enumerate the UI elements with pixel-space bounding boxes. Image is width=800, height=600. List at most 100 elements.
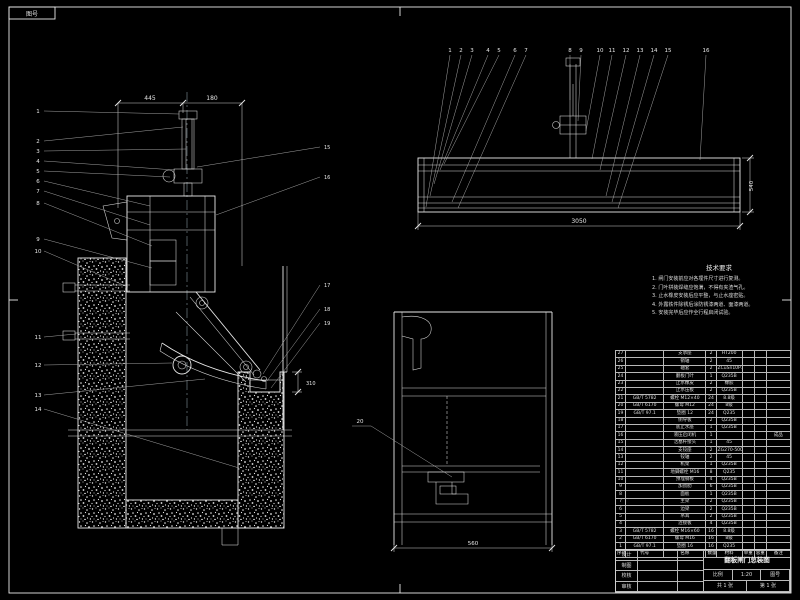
cell-material: 橡胶: [715, 379, 743, 388]
cell-qty: 2: [705, 512, 717, 522]
cell-total-weight: [753, 357, 767, 366]
callout: 6: [36, 179, 40, 185]
cell-remark: [765, 490, 792, 499]
actuator: [162, 110, 203, 197]
cell-code: GB/T 5782: [625, 394, 665, 403]
sheet-count: 共 1 张: [704, 580, 747, 593]
cell-code: [625, 460, 665, 470]
cell-unit-weight: [741, 379, 755, 388]
cell-qty: 2: [705, 453, 717, 462]
callout: 15: [665, 48, 672, 54]
cell-name: 面板: [663, 490, 707, 499]
cell-material: Q235B: [715, 372, 743, 381]
callout: 16: [703, 48, 710, 54]
cell-name: 机架: [663, 460, 707, 470]
cell-unit-weight: [741, 416, 755, 425]
callout: 8: [568, 48, 572, 54]
cell-total-weight: [753, 527, 767, 536]
cell-remark: [765, 401, 792, 411]
parts-table-row: 19 GB/T 97.1 垫圈 12 24 Q235: [614, 409, 792, 418]
cell-qty: 8: [705, 468, 717, 477]
cell-name: 止水压板: [663, 386, 707, 396]
cell-no: 4: [614, 519, 627, 529]
callout: 2: [459, 48, 463, 54]
cell-total-weight: [753, 372, 767, 381]
field-label: 制图: [616, 560, 638, 571]
cell-total-weight: [753, 364, 767, 374]
callout: 12: [35, 363, 42, 369]
callout: 14: [35, 407, 42, 413]
cell-total-weight: [753, 349, 767, 359]
cell-name: 轴套: [663, 364, 707, 374]
corner-box: [8, 6, 56, 20]
cell-qty: 2: [705, 446, 717, 455]
cell-name: 支承座: [663, 349, 707, 359]
cell-name: 螺栓 M12×40: [663, 394, 707, 403]
scale-value: 1:20: [732, 569, 762, 581]
cell-total-weight: [753, 379, 767, 388]
cell-unit-weight: [741, 527, 755, 536]
concrete-structure: [77, 257, 285, 546]
dim-label: 180: [206, 95, 218, 102]
cell-remark: [765, 379, 792, 388]
callout: 12: [623, 48, 630, 54]
plan-leaders: 1 2 3 4 5 6 7 8 9 10 11 12 13 14 15 16: [425, 48, 710, 209]
callout: 4: [486, 48, 490, 54]
cell-unit-weight: [741, 364, 755, 374]
field-label: 校核: [616, 571, 638, 582]
cell-unit-weight: [741, 394, 755, 403]
cell-code: [625, 475, 665, 485]
drawing-title: 翻板闸门总装图: [704, 550, 790, 570]
notes-lines: 1. 闸门安装前应对各埋件尺寸进行复测。2. 门叶拼装焊缝应饱满，不得有夹渣气孔…: [652, 275, 786, 318]
cell-code: [625, 431, 665, 440]
cell-unit-weight: [741, 423, 755, 433]
cell-total-weight: [753, 490, 767, 499]
parts-table-row: 22 止水压板 2 Q235B: [614, 386, 792, 396]
concrete-right-block: [237, 371, 285, 529]
cell-no: 12: [614, 460, 627, 470]
cell-material: Q235B: [715, 386, 743, 396]
cell-remark: [765, 446, 792, 455]
cell-unit-weight: [741, 349, 755, 359]
cell-no: 23: [614, 379, 627, 388]
cell-qty: 2: [705, 364, 717, 374]
cell-total-weight: [753, 423, 767, 433]
machine-frame: [102, 195, 216, 293]
cell-remark: [765, 527, 792, 536]
parts-table-row: 20 GB/T 6170 螺母 M12 24 8级: [614, 401, 792, 411]
title-block-signatures: 设计 制图 校核 审核: [616, 550, 704, 592]
cell-remark: [765, 483, 792, 492]
callout: 9: [36, 237, 40, 243]
front-leaders-left: 1 2 3 4 5 6 7 8 9 10 11 12 13 14: [35, 109, 240, 469]
cell-code: [625, 453, 665, 462]
cell-unit-weight: [741, 446, 755, 455]
callout: 20: [357, 419, 364, 425]
cell-name: 边梁: [663, 505, 707, 514]
cell-unit-weight: [741, 357, 755, 366]
cell-material: Q235B: [715, 505, 743, 514]
cell-remark: [765, 386, 792, 396]
cell-name: 翻板门叶: [663, 372, 707, 381]
note-line: 5. 安装完毕后应作全行程启闭试验。: [652, 310, 734, 316]
cell-no: 19: [614, 409, 627, 418]
field-value: [638, 550, 678, 561]
parts-table-row: 7 主梁 2 Q235B: [614, 497, 792, 507]
cell-unit-weight: [741, 438, 755, 448]
parts-table-row: 11 地脚螺栓 M16 8 Q235: [614, 468, 792, 477]
cell-remark: [765, 416, 792, 425]
callout: 17: [324, 283, 330, 289]
cell-name: 预埋钢板: [663, 475, 707, 485]
cell-unit-weight: [741, 483, 755, 492]
cell-material: Q235B: [715, 423, 743, 433]
cell-name: 螺母 M16: [663, 534, 707, 544]
front-side-dimension: 310: [292, 368, 316, 396]
cell-qty: 1: [705, 438, 717, 448]
cell-no: 14: [614, 446, 627, 455]
cell-code: [625, 483, 665, 492]
sheet-border: 图号: [8, 6, 792, 594]
parts-table-row: 9 加劲肋 6 Q235B: [614, 483, 792, 492]
parts-table-row: 17 底止水座 1 Q235B: [614, 423, 792, 433]
front-leaders-right: 15 16 17 18 19: [196, 145, 330, 389]
sheet-page: 第 1 张: [747, 580, 790, 593]
rail-bracket: [401, 316, 432, 371]
